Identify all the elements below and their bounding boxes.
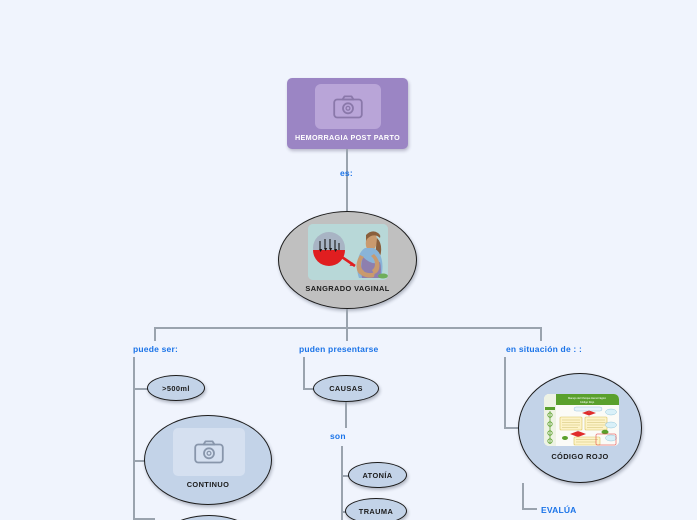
node-label-continuo: CONTINUO	[186, 480, 230, 489]
connector-spine-branch-1	[133, 357, 135, 520]
link-label-evalua: EVALÚA	[541, 505, 577, 515]
node-trauma[interactable]: TRAUMA	[345, 498, 407, 520]
connector-spine-causas-children	[341, 446, 343, 520]
camera-icon	[194, 440, 224, 464]
codigo-rojo-thumbnail[interactable]: Manejo del Choque Hemorrágico Código Roj…	[544, 394, 619, 446]
node-label-sangrado-vaginal: SANGRADO VAGINAL	[305, 284, 390, 293]
sangrado-vaginal-thumbnail[interactable]	[308, 224, 388, 280]
connector-drop-branch-2	[346, 327, 348, 341]
link-label-son: son	[330, 431, 346, 441]
connector-stub-atonia	[341, 475, 353, 477]
node-codigo-rojo[interactable]: Manejo del Choque Hemorrágico Código Roj…	[518, 373, 642, 483]
connector-drop-branch-1	[154, 327, 156, 341]
node-branch1-cropped[interactable]	[148, 515, 270, 520]
node-label-trauma: TRAUMA	[358, 506, 394, 516]
connector-stub-continuo	[133, 460, 149, 462]
node-continuo[interactable]: CONTINUO	[144, 415, 272, 505]
connector-spine-branch-3	[504, 357, 506, 428]
connector-spine-branch-2	[303, 357, 305, 388]
root-thumbnail-placeholder[interactable]	[315, 84, 381, 129]
svg-text:Manejo del Choque Hemorrágico: Manejo del Choque Hemorrágico	[568, 396, 607, 400]
connector-main-trunk	[154, 327, 542, 329]
node-label-root: HEMORRAGIA POST PARTO	[294, 133, 401, 142]
svg-text:Código Rojo: Código Rojo	[580, 400, 595, 404]
connector-stub-codigo-rojo	[504, 427, 522, 429]
connector-codigo-rojo-down	[522, 483, 524, 510]
node-label-codigo-rojo: CÓDIGO ROJO	[551, 452, 609, 461]
link-label-puden-presentarse: puden presentarse	[299, 344, 379, 354]
node-500ml[interactable]: >500ml	[147, 375, 205, 401]
connector-stub-evalua	[522, 508, 537, 510]
node-hemorragia-post-parto[interactable]: HEMORRAGIA POST PARTO	[287, 78, 408, 149]
node-label-500ml: >500ml	[162, 383, 190, 393]
connector-drop-branch-3	[540, 327, 542, 341]
connector-center-down	[346, 309, 348, 328]
node-causas[interactable]: CAUSAS	[313, 375, 379, 402]
node-label-atonia: ATONÍA	[362, 470, 393, 480]
vaginal-bleeding-illustration	[308, 224, 388, 280]
link-label-en-situacion: en situación de : :	[506, 344, 583, 354]
link-label-es: es:	[340, 168, 353, 178]
continuo-thumbnail-placeholder[interactable]	[173, 428, 245, 476]
connector-stub-500ml	[133, 388, 149, 390]
connector-causas-down	[345, 402, 347, 428]
node-label-causas: CAUSAS	[329, 384, 363, 393]
connector-stub-branch1-node3	[133, 518, 155, 520]
node-atonia[interactable]: ATONÍA	[348, 462, 407, 488]
codigo-rojo-flowchart: Manejo del Choque Hemorrágico Código Roj…	[544, 394, 619, 446]
connector-stub-causas	[303, 388, 315, 390]
node-sangrado-vaginal[interactable]: SANGRADO VAGINAL	[278, 211, 417, 309]
connector-root-to-center	[346, 149, 348, 212]
camera-icon	[333, 95, 363, 118]
link-label-puede-ser: puede ser:	[133, 344, 178, 354]
